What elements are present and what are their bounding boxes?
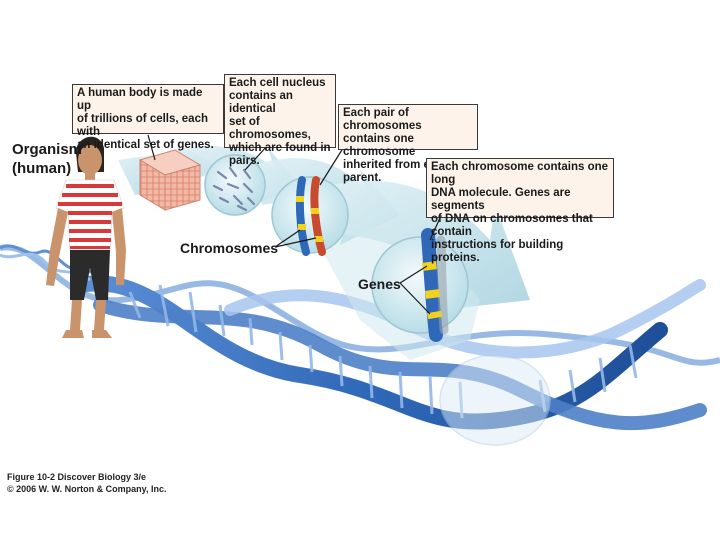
tissue-block-illustration [138,149,202,211]
cell-circle-illustration [204,154,266,216]
callout-chromosome-pairs: Each pair of chromosomes contains one ch… [338,104,478,184]
dna-double-helix [0,244,720,446]
callout-body-cells: A human body is made up of trillions of … [72,84,224,151]
chromosomes-label: Chromosomes [180,240,279,256]
organism-label: Organism (human) [12,141,83,177]
chromosome-closeup-illustration [371,228,469,342]
genes-label: Genes [358,276,401,292]
callout-dna-genes: Each chromosome contains one long DNA mo… [426,158,614,264]
callout-cell-nucleus: Each cell nucleus contains an identical … [224,74,336,167]
woman-figure-illustration [46,136,126,338]
figure-caption: Figure 10-2 Discover Biology 3/e © 2006 … [7,472,167,494]
leader-lines [147,134,441,315]
chromosome-pair-illustration [271,176,349,256]
